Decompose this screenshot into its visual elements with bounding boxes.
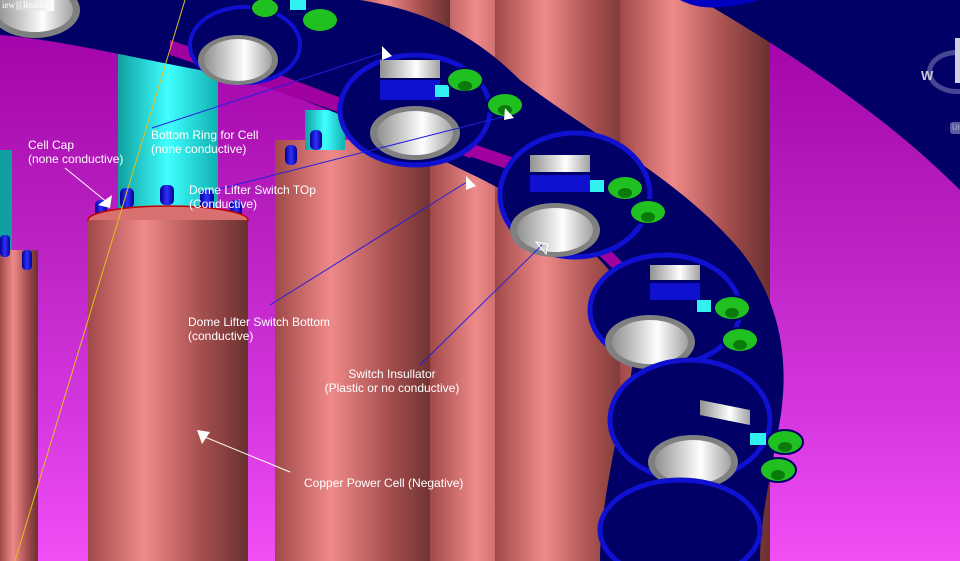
annotation-copper-cell: Copper Power Cell (Negative) xyxy=(304,476,463,490)
annotation-cell-cap: Cell Cap (none conductive) xyxy=(28,138,123,166)
annotation-title: Copper Power Cell (Negative) xyxy=(304,476,464,490)
viewcube-compass-ring[interactable] xyxy=(927,50,960,94)
dome-lifter-switches xyxy=(380,60,750,425)
annotation-note: (none conductive) xyxy=(28,152,124,166)
viewcube-compass-west[interactable]: W xyxy=(921,68,934,83)
annotation-title: Dome Lifter Switch TOp xyxy=(189,183,316,197)
annotation-title: Bottom Ring for Cell xyxy=(151,128,259,142)
leader-arrowheads xyxy=(98,46,549,444)
switch-discs xyxy=(0,0,773,561)
leader-lines xyxy=(64,51,543,473)
annotation-switch-insulator: Switch Insullator (Plastic or no conduct… xyxy=(318,367,466,395)
annotation-note: (none conductive) xyxy=(151,142,247,156)
annotation-title: Cell Cap xyxy=(28,138,75,152)
viewcube-face[interactable] xyxy=(955,38,960,83)
annotation-title: Switch Insullator xyxy=(348,367,436,381)
annotation-bottom-ring: Bottom Ring for Cell (none conductive) xyxy=(151,128,258,156)
annotation-note: (conductive) xyxy=(188,329,254,343)
viewcube-unlock-button[interactable]: Un xyxy=(950,122,960,134)
viewport-label[interactable]: iew]|[Realist xyxy=(0,0,54,11)
annotation-note: (Conductive) xyxy=(189,197,258,211)
annotation-note: (Plastic or no conductive) xyxy=(324,381,460,395)
annotation-dome-lifter-top: Dome Lifter Switch TOp (Conductive) xyxy=(189,183,316,211)
annotation-title: Dome Lifter Switch Bottom xyxy=(188,315,331,329)
annotation-dome-lifter-bottom: Dome Lifter Switch Bottom (conductive) xyxy=(188,315,330,343)
construction-line xyxy=(14,0,186,561)
